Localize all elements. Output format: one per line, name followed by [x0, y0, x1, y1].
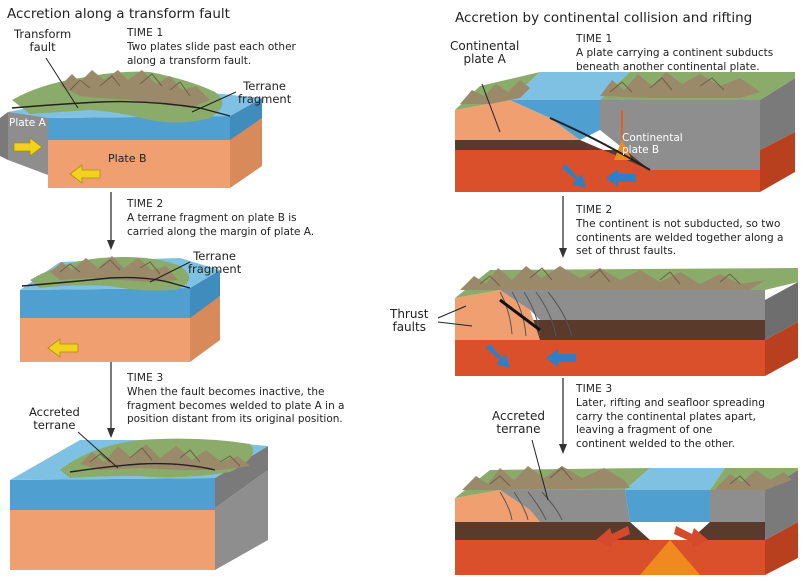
- time2-label: TIME 2: [127, 198, 164, 210]
- time1-description: Two plates slide past each other along a…: [127, 41, 296, 67]
- time1-subduction-block: [455, 72, 795, 192]
- time1-transform-block: [0, 57, 262, 188]
- time2-description-right: The continent is not subducted, so two c…: [576, 218, 784, 257]
- step-arrow-1: [107, 192, 115, 438]
- time1-label: TIME 1: [127, 27, 164, 39]
- terrane-fragment-label-2: Terrane fragment: [188, 249, 242, 276]
- time2-description: A terrane fragment on plate B is carried…: [127, 212, 315, 238]
- time2-collision-block: [437, 266, 798, 376]
- transform-fault-panel: Accretion along a transform fault Plate …: [0, 0, 400, 581]
- panel-title: Accretion along a transform fault: [7, 6, 230, 22]
- time3-rifting-block: [455, 439, 798, 575]
- transform-fault-label: Transform fault: [14, 27, 72, 54]
- time2-transform-block: [20, 256, 220, 362]
- time3-description-right: Later, rifting and seafloor spreading ca…: [576, 397, 765, 450]
- plate-b-label: Plate B: [108, 152, 147, 165]
- panel-title-right: Accretion by continental collision and r…: [455, 10, 753, 26]
- plate-a-label: Plate A: [9, 117, 46, 129]
- accreted-terrane-label-right: Accreted terrane: [492, 409, 545, 436]
- time2-label-right: TIME 2: [576, 204, 613, 216]
- time3-label: TIME 3: [127, 372, 164, 384]
- terrane-fragment-label: Terrane fragment: [238, 79, 292, 106]
- thrust-faults-label: Thrust faults: [390, 307, 429, 334]
- continental-collision-panel: Accretion by continental collision and r…: [390, 0, 810, 581]
- time3-label-right: TIME 3: [576, 383, 613, 395]
- continental-plate-a-label: Continental plate A: [450, 39, 520, 66]
- time3-transform-block: [10, 431, 268, 570]
- time1-description-right: A plate carrying a continent subducts be…: [576, 47, 774, 73]
- accreted-terrane-label: Accreted terrane: [29, 405, 80, 432]
- step-arrows-right: [559, 196, 567, 454]
- continental-plate-b-label: Continental plate B: [622, 132, 683, 156]
- time1-label-right: TIME 1: [576, 33, 613, 45]
- time3-description: When the fault becomes inactive, the fra…: [127, 386, 345, 425]
